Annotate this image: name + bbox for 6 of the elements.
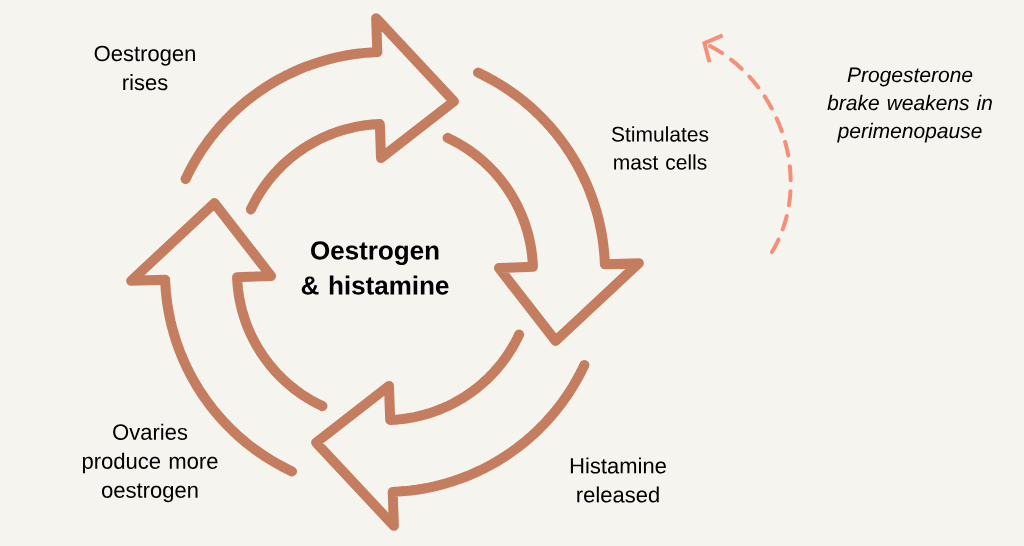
step-label: Stimulates mast cells — [611, 126, 709, 170]
step-label: Histamine released — [570, 457, 666, 503]
step-label: Ovaries produce more oestrogen — [82, 423, 218, 503]
note-text: Progesterone brake weakens in perimenopause — [827, 67, 992, 143]
title-text: Oestrogen & histamine — [301, 241, 449, 295]
step-label: Oestrogen rises — [94, 45, 195, 91]
